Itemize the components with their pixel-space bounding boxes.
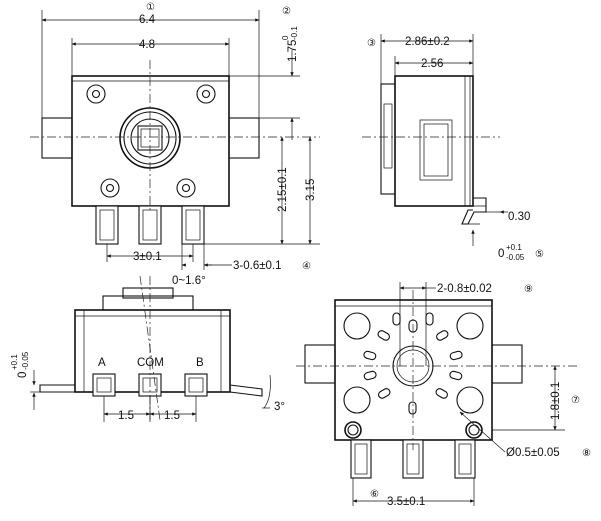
side-knob	[380, 83, 396, 195]
side-slot	[419, 119, 453, 181]
right-tab	[228, 117, 260, 159]
left-tab	[41, 117, 73, 159]
ref-8: ⑧	[582, 448, 591, 459]
width-dim: 6.4	[139, 14, 156, 26]
ref-4: ④	[302, 261, 311, 272]
height-dim: 1.75	[287, 40, 299, 62]
center-dim: 2.15±0.1	[277, 167, 289, 212]
side-body	[394, 75, 474, 207]
pad-dim: 3-0.6±0.1	[233, 260, 282, 272]
side-lead	[461, 197, 487, 225]
top-pins	[95, 205, 205, 245]
top-view: 6.4 ① 4.8 1.75 0 -0.1 ② 2.15±0.1 3.15	[30, 2, 320, 272]
body-dim: 2.56	[421, 58, 443, 70]
left-tol-lower: -0.05	[21, 351, 30, 370]
hole-dim: 2-0.8±0.02	[437, 283, 492, 295]
lead-thickness-dim: 0.30	[508, 211, 530, 223]
spacing-dim: 3.5±0.1	[387, 496, 425, 508]
top-holes	[86, 84, 216, 198]
ref-5: ⑤	[535, 249, 544, 260]
bottom-holes	[343, 312, 484, 414]
angle-dim: 0~1.6°	[172, 275, 206, 287]
pitch-left: 1.5	[118, 410, 134, 422]
bottom-left-tab	[304, 344, 336, 384]
pin-dim: Ø0.5±0.05	[506, 447, 560, 459]
side-view: 2.86±0.2 ③ 2.56 0.30 0 +0.1 -0.05 ⑤	[362, 34, 544, 262]
ref-7: ⑦	[571, 395, 580, 406]
depth-dim: 2.86±0.2	[405, 36, 450, 48]
radial-slots	[363, 312, 463, 415]
lead-angle: 3°	[274, 401, 285, 413]
label-b: B	[196, 357, 204, 369]
offset-dim: 1.8±0.1	[550, 382, 562, 420]
bottom-view: 2-0.8±0.02 ⑨ 1.8±0.1 ⑦ Ø0.5±0.05 ⑧ 3.5±0…	[296, 282, 591, 508]
bottom-terminals	[350, 439, 476, 479]
top-body	[71, 75, 230, 207]
ref-3: ③	[367, 38, 376, 49]
standoff-tol-lower: -0.05	[506, 253, 525, 262]
front-left-lead	[39, 384, 75, 393]
label-com: COM	[137, 357, 164, 369]
height-tol-upper: 0	[281, 35, 290, 40]
ref-1: ①	[146, 2, 155, 13]
ref-6: ⑥	[370, 489, 379, 500]
inner-dim: 4.8	[139, 39, 155, 51]
ref-2: ②	[282, 6, 291, 17]
bottom-body	[334, 299, 493, 441]
standoff-dim: 0	[498, 248, 504, 260]
front-view: A COM B 0~1.6° 0 +0.1 -0.05 1.5 1.5 3°	[10, 275, 285, 422]
bottom-right-tab	[491, 344, 523, 384]
total-height-dim: 3.15	[305, 179, 317, 201]
left-dim: 0	[17, 372, 29, 378]
label-a: A	[98, 357, 106, 369]
pitch-dim: 3±0.1	[133, 251, 162, 263]
left-tol-upper: +0.1	[10, 354, 19, 370]
pitch-right: 1.5	[164, 410, 180, 422]
height-tol-lower: -0.1	[290, 26, 299, 40]
front-right-lead	[229, 384, 263, 397]
locating-pins	[344, 421, 483, 439]
standoff-tol-upper: +0.1	[506, 243, 522, 252]
ref-9: ⑨	[524, 284, 533, 295]
